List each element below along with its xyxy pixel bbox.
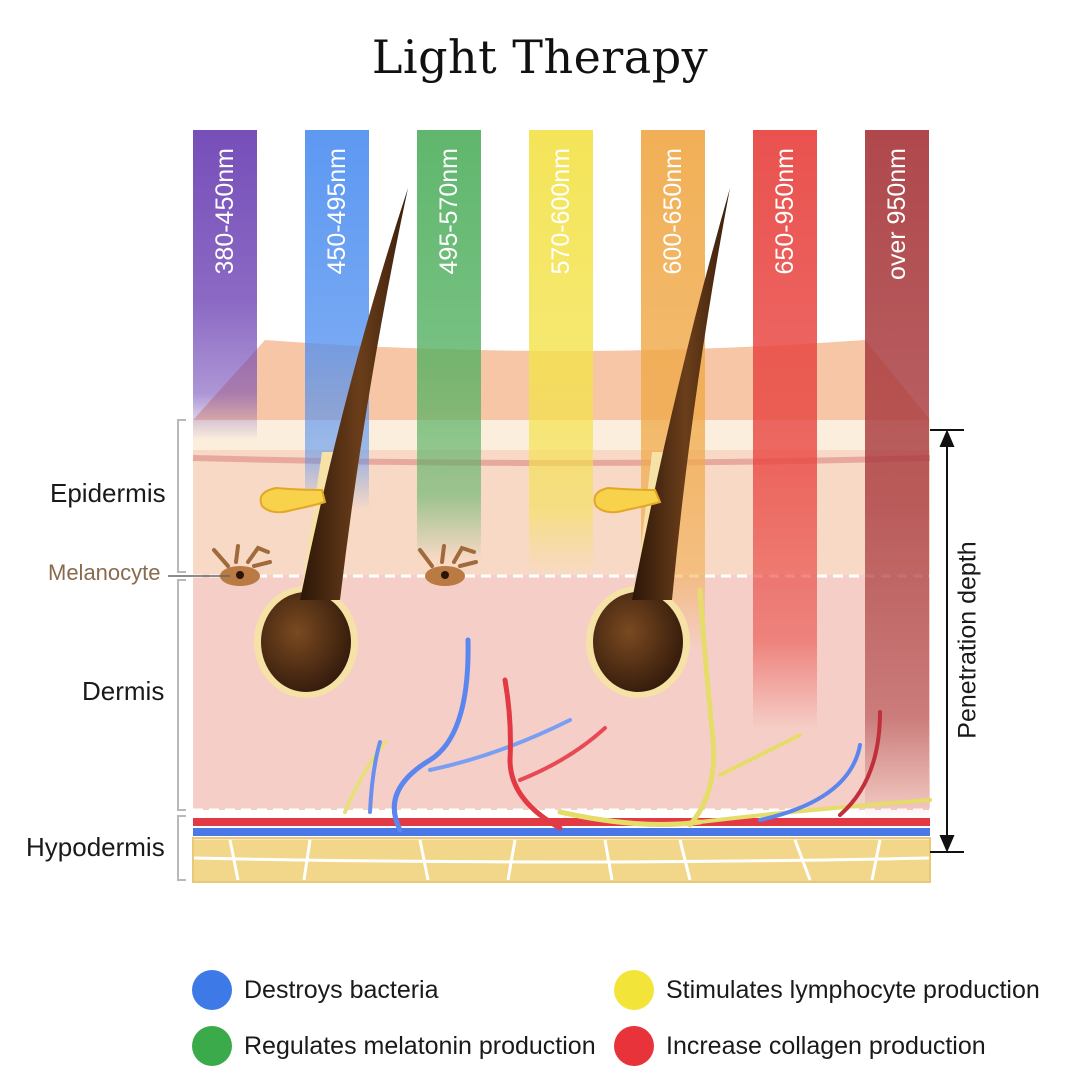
nerve-right — [698, 798, 932, 824]
label-epidermis: Epidermis — [50, 478, 166, 508]
light-band-2 — [417, 130, 481, 560]
band-label-0: 380-450nm — [211, 148, 239, 274]
legend-item-melatonin: Regulates melatonin production — [192, 1024, 596, 1068]
artery-right — [838, 710, 882, 817]
sebaceous-gland-left — [259, 486, 327, 514]
artery-band — [193, 818, 930, 826]
hair-follicle-left — [254, 188, 408, 698]
vein-main — [391, 637, 471, 833]
light-band-0 — [193, 130, 257, 440]
legend-text: Destroys bacteria — [244, 975, 439, 1004]
legend-text: Increase collagen production — [666, 1031, 986, 1060]
band-label-2: 495-570nm — [435, 148, 463, 274]
vessels-and-nerves — [343, 587, 932, 833]
band-label-5: 650-950nm — [771, 148, 799, 274]
legend-dot-yellow — [614, 970, 654, 1010]
melanocyte-cell-2 — [418, 544, 478, 586]
vein-band — [193, 828, 930, 836]
vein-left — [368, 740, 382, 814]
legend-item-bacteria: Destroys bacteria — [192, 968, 439, 1012]
light-band-5 — [753, 130, 817, 730]
legend-dot-green — [192, 1026, 232, 1066]
artery-main — [502, 677, 563, 831]
nerve-branch — [718, 733, 802, 777]
band-label-4: 600-650nm — [659, 148, 687, 274]
layer-brackets — [168, 419, 230, 881]
vein-right — [758, 743, 862, 822]
nerve-long — [557, 809, 703, 827]
label-dermis: Dermis — [82, 676, 165, 706]
band-label-1: 450-495nm — [323, 148, 351, 274]
legend-item-lymphocyte: Stimulates lymphocyte production — [614, 968, 1040, 1012]
band-label-3: 570-600nm — [547, 148, 575, 274]
band-label-6: over 950nm — [883, 148, 911, 280]
hair-follicle-right — [586, 188, 730, 698]
legend-dot-blue — [192, 970, 232, 1010]
legend-text: Regulates melatonin production — [244, 1031, 596, 1060]
label-melanocyte: Melanocyte — [48, 560, 161, 585]
light-band-6 — [865, 130, 929, 820]
melanocyte-cell-1 — [212, 544, 272, 586]
light-band-3 — [529, 130, 593, 575]
vein-branch — [428, 718, 572, 772]
penetration-depth-label: Penetration depth — [953, 541, 982, 739]
nerve-center — [687, 587, 717, 828]
label-hypodermis: Hypodermis — [26, 832, 165, 862]
legend-text: Stimulates lymphocyte production — [666, 975, 1040, 1004]
hair-shaft-left — [300, 188, 408, 600]
legend-dot-red — [614, 1026, 654, 1066]
sebaceous-gland-right — [593, 486, 662, 514]
legend-item-collagen: Increase collagen production — [614, 1024, 986, 1068]
diagram-title: Light Therapy — [371, 30, 709, 84]
penetration-depth-arrow — [930, 429, 964, 853]
artery-branch — [518, 726, 607, 782]
